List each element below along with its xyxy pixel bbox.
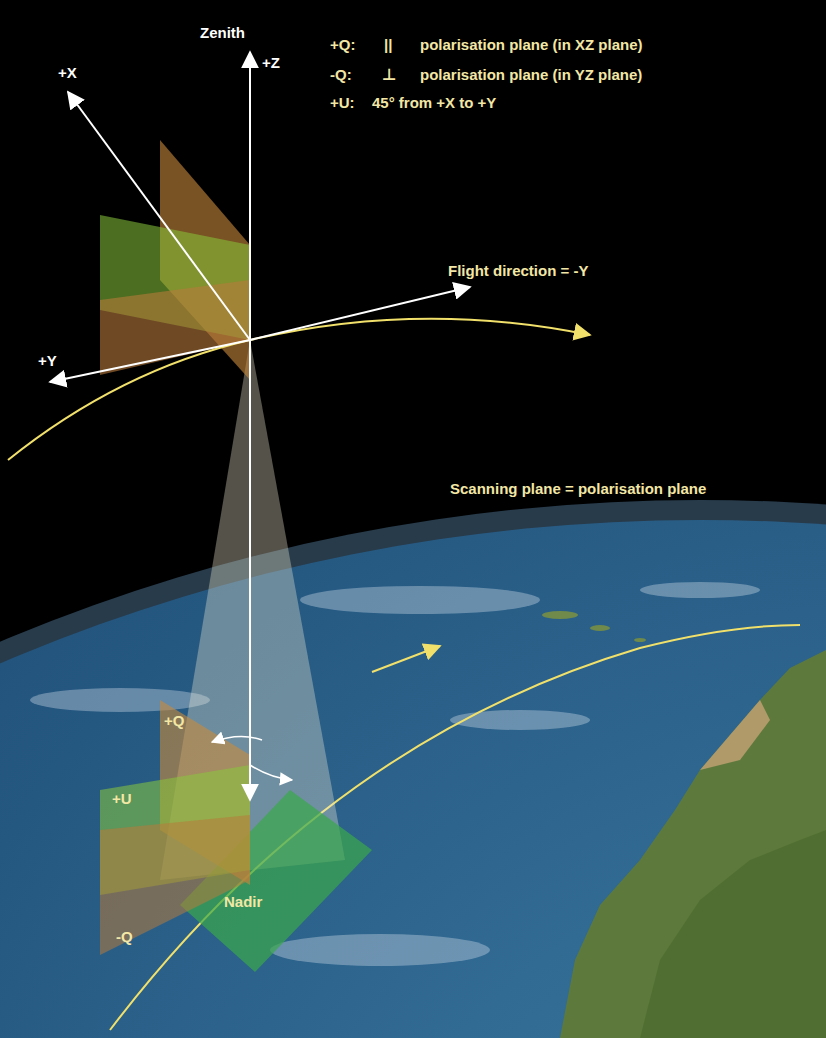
- minus-q-plane-top: [100, 280, 250, 375]
- legend-key: -Q:: [330, 66, 352, 84]
- land-shade: [640, 830, 826, 1038]
- orbit: [8, 319, 590, 460]
- z-axis: [249, 52, 251, 340]
- flight-direction-axis: [250, 287, 470, 340]
- ground-track-arrow: [372, 646, 440, 672]
- plane-label: +U: [112, 790, 132, 808]
- axis-label: +Z: [262, 54, 280, 72]
- y-axis: [50, 340, 250, 382]
- axis-label: +X: [58, 64, 77, 82]
- legend-symbol: ⊥: [382, 66, 397, 84]
- islands: [542, 611, 646, 642]
- axis-label: +Y: [38, 352, 57, 370]
- legend-text: polarisation plane (in YZ plane): [420, 66, 642, 84]
- axis-title: Flight direction = -Y: [448, 262, 588, 280]
- point-label: Nadir: [224, 893, 262, 911]
- legend-text: 45° from +X to +Y: [372, 94, 496, 112]
- x-axis: [68, 92, 250, 340]
- plane-label: -Q: [116, 928, 133, 946]
- legend-text: polarisation plane (in XZ plane): [420, 36, 643, 54]
- minus-q-plane-bottom: [100, 815, 250, 955]
- earth: [0, 520, 826, 1038]
- plane-label: +Q: [164, 712, 184, 730]
- atmosphere: [0, 500, 826, 1038]
- scan-arrow: [250, 765, 292, 780]
- nadir-axis: [249, 340, 251, 800]
- legend-key: +U:: [330, 94, 355, 112]
- land-desert: [700, 700, 770, 770]
- legend-symbol: ||: [384, 36, 392, 54]
- scan-arrow: [212, 736, 262, 742]
- axis-title: Zenith: [200, 24, 245, 42]
- legend-key: +Q:: [330, 36, 355, 54]
- south-america: [560, 650, 826, 1038]
- beam-label: Scanning plane = polarisation plane: [450, 480, 706, 498]
